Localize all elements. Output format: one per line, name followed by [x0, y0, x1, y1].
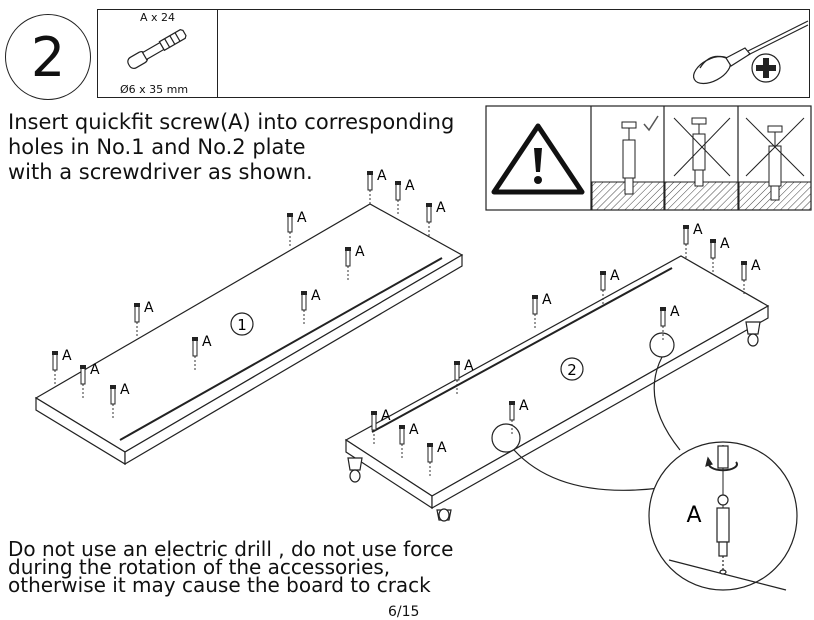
parts-divider [217, 9, 219, 98]
screw-a-label: A [693, 222, 703, 238]
phillips-head-icon [751, 53, 781, 83]
screwdriver-icon [693, 20, 809, 85]
screw-a-label: A [464, 358, 474, 374]
screw-a-marker: A [600, 268, 620, 304]
screw-a-marker: A [192, 334, 212, 370]
warning-text: Do not use an electric drill , do not us… [8, 537, 454, 597]
screw-a-label: A [62, 348, 72, 364]
screw-a-label: A [751, 258, 761, 274]
screw-size: Ø6 x 35 mm [120, 83, 189, 96]
screw-a-marker: A [80, 362, 100, 398]
instruction-line: holes in No.1 and No.2 plate [8, 135, 306, 159]
instruction-line: Insert quickfit screw(A) into correspond… [8, 110, 455, 134]
screw-a-label: A [90, 362, 100, 378]
caution-panel-correct [591, 115, 665, 211]
screw-a-label: A [610, 268, 620, 284]
screw-a-label: A [202, 334, 212, 350]
screw-a-marker: A [660, 304, 680, 340]
screw-a-marker: A [509, 398, 529, 434]
screw-a-marker: A [301, 288, 321, 324]
screw-a-label: A [670, 304, 680, 320]
screw-a-label: A [297, 210, 307, 226]
screw-a-marker: A [683, 222, 703, 258]
screw-a-marker: A [110, 382, 130, 418]
screw-a-marker: A [287, 210, 307, 246]
screw-a-label: A [355, 244, 365, 260]
screw-markers: A A A A A A A A A A A A A A A A A A A A A A [52, 168, 761, 476]
screw-a-label: A [144, 300, 154, 316]
caution-panel-too-shallow [664, 117, 739, 211]
board-2-label: 2 [567, 361, 577, 379]
warning-triangle-icon [491, 123, 585, 195]
detail-circle [648, 441, 798, 591]
screw-a-label: A [720, 236, 730, 252]
screw-a-label: A [405, 178, 415, 194]
quickfit-screw-icon [127, 29, 187, 69]
screw-a-label: A [381, 408, 391, 424]
screw-a-label: A [519, 398, 529, 414]
screw-a-label: A [120, 382, 130, 398]
screw-a-label: A [436, 200, 446, 216]
screw-a-marker: A [399, 422, 419, 458]
caution-panel-too-deep [738, 117, 812, 211]
page-number: 6/15 [388, 604, 420, 620]
screw-a-marker: A [532, 292, 552, 328]
screw-a-label: A [437, 440, 447, 456]
parts-box [97, 9, 810, 98]
warning-line: otherwise it may cause the board to crac… [8, 573, 431, 597]
instruction-line: with a screwdriver as shown. [8, 160, 313, 184]
instruction-text: Insert quickfit screw(A) into correspond… [8, 110, 454, 185]
screw-a-label: A [542, 292, 552, 308]
screw-a-label: A [377, 168, 387, 184]
warning-line: Do not use an electric drill , do not us… [8, 537, 454, 561]
screw-a-label: A [409, 422, 419, 438]
screw-a-marker: A [426, 200, 446, 236]
screw-a-marker: A [427, 440, 447, 476]
screw-a-marker: A [454, 358, 474, 394]
screw-a-marker: A [134, 300, 154, 336]
board-1 [34, 203, 464, 466]
screw-a-label: A [311, 288, 321, 304]
board-1-label: 1 [237, 316, 247, 334]
screw-a-marker: A [710, 236, 730, 272]
screw-a-marker: A [52, 348, 72, 384]
detail-label: A [686, 503, 701, 528]
screw-quantity: A x 24 [140, 11, 176, 24]
screw-a-marker: A [371, 408, 391, 444]
screw-a-marker: A [367, 168, 387, 204]
screw-a-marker: A [741, 258, 761, 294]
warning-line: during the rotation of the accessories, [8, 555, 391, 579]
screw-a-marker: A [395, 178, 415, 214]
step-number: 2 [5, 14, 91, 100]
screw-a-marker: A [345, 244, 365, 280]
